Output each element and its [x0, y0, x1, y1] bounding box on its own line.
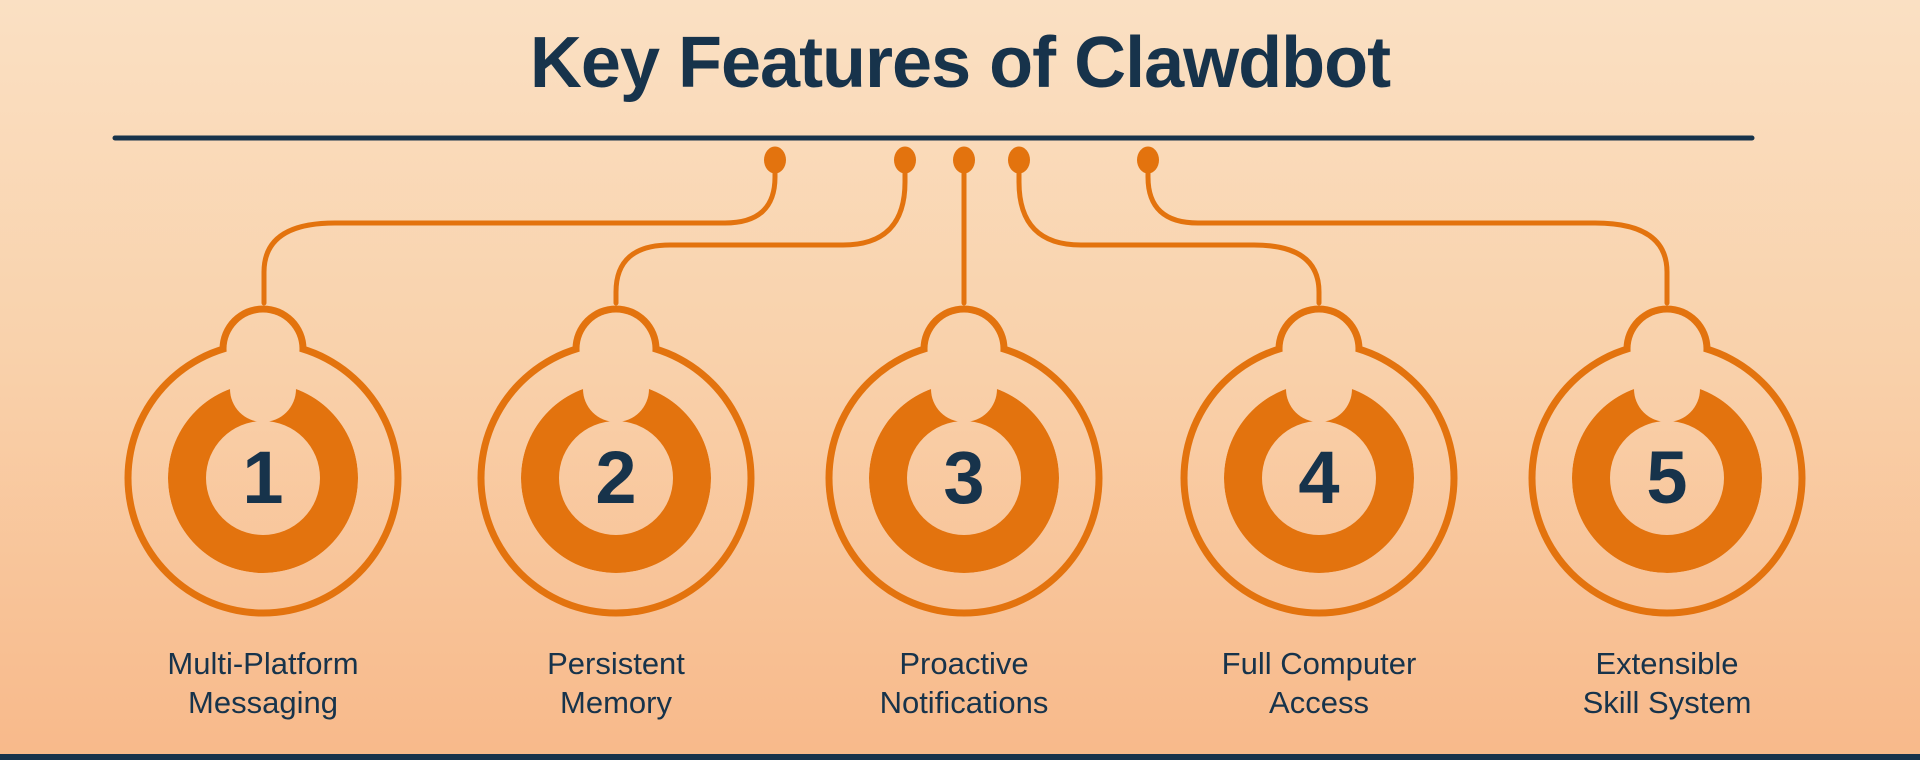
connector-dot-2	[894, 146, 916, 174]
page-title: Key Features of Clawdbot	[529, 23, 1391, 103]
connector-line-5	[1145, 157, 1670, 306]
bottom-border	[0, 754, 1920, 760]
feature-label: Extensible Skill System	[1475, 644, 1859, 722]
feature-number: 4	[1298, 436, 1340, 519]
feature-item-5: 5 Extensible Skill System	[1475, 0, 1859, 760]
feature-item-4: 4 Full Computer Access	[1127, 0, 1511, 760]
connector-dot-1	[764, 146, 786, 174]
connector-dot-3	[953, 146, 975, 174]
feature-label-line2: Skill System	[1582, 685, 1752, 720]
feature-label-line1: Persistent	[547, 646, 685, 681]
connector-dot-4	[1008, 146, 1030, 174]
feature-number: 2	[595, 436, 637, 519]
feature-label: Full Computer Access	[1127, 644, 1511, 722]
feature-label: Proactive Notifications	[772, 644, 1156, 722]
feature-label-line1: Multi-Platform	[167, 646, 359, 681]
connector-line-4	[1016, 157, 1322, 306]
connector-line-1	[261, 157, 778, 306]
feature-label: Persistent Memory	[424, 644, 808, 722]
feature-label-line2: Memory	[560, 685, 672, 720]
feature-label-line1: Extensible	[1595, 646, 1739, 681]
connector-dot-5	[1137, 146, 1159, 174]
feature-label-line2: Notifications	[879, 685, 1049, 720]
feature-label-line1: Proactive	[899, 646, 1029, 681]
feature-item-2: 2 Persistent Memory	[424, 0, 808, 760]
connector-line-2	[613, 157, 908, 306]
feature-item-1: 1 Multi-Platform Messaging	[71, 0, 455, 760]
feature-number: 1	[242, 436, 284, 519]
feature-number: 3	[943, 436, 985, 519]
feature-label-line1: Full Computer	[1221, 646, 1417, 681]
feature-label-line2: Messaging	[188, 685, 338, 720]
feature-item-3: 3 Proactive Notifications	[772, 0, 1156, 760]
feature-label: Multi-Platform Messaging	[71, 644, 455, 722]
feature-number: 5	[1646, 436, 1688, 519]
feature-label-line2: Access	[1269, 685, 1369, 720]
